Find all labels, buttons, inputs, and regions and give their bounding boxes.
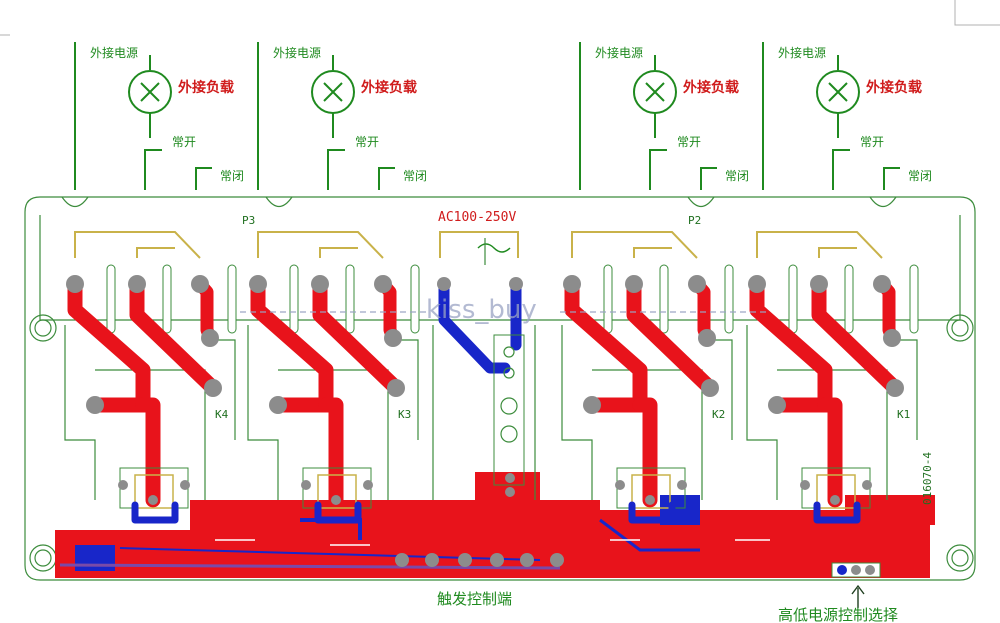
board-outline [24, 196, 976, 581]
external-load-circuits: 外接电源外接负载常开常闭外接电源外接负载常开常闭外接电源外接负载常开常闭外接电源… [74, 42, 932, 190]
relay-channel: K3 [247, 231, 420, 524]
header-label-p2: P2 [688, 214, 701, 227]
normally-closed-contact [378, 167, 395, 190]
power-select-arrow [851, 584, 865, 608]
normally-open-contact [649, 149, 667, 190]
normally-open-label: 常开 [355, 135, 379, 149]
normally-open-contact [832, 149, 850, 190]
normally-open-label: 常开 [860, 135, 884, 149]
relay-channel: K4 [64, 231, 237, 524]
board-code: 016070-4 [921, 452, 934, 505]
board-notch [869, 196, 897, 208]
external-power-label: 外接电源 [778, 45, 826, 60]
board-notch [265, 196, 293, 208]
normally-open-contact [327, 149, 345, 190]
normally-open-label: 常开 [677, 135, 701, 149]
pcb-board: K4 K3 K2 K1 P3 P2 AC100-250V 016070-4 kiss_… [24, 196, 976, 581]
ac-input-label: AC100-250V [438, 210, 516, 225]
external-load-label: 外接负载 [683, 79, 739, 96]
normally-closed-contact [883, 167, 900, 190]
relay-label: K1 [897, 408, 910, 421]
external-load-label: 外接负载 [866, 79, 922, 96]
relay-channels: K4 K3 K2 K1 [64, 231, 919, 524]
normally-closed-label: 常闭 [725, 169, 749, 183]
external-power-label: 外接电源 [595, 45, 643, 60]
relay-label: K2 [712, 408, 725, 421]
external-load-label: 外接负载 [361, 79, 417, 96]
relay-channel: K1 [746, 231, 919, 524]
ac-input-area [432, 231, 536, 500]
external-power-label: 外接电源 [90, 45, 138, 60]
normally-closed-label: 常闭 [220, 169, 244, 183]
normally-closed-label: 常闭 [908, 169, 932, 183]
board-notch [687, 196, 715, 208]
normally-closed-contact [700, 167, 717, 190]
relay-label: K4 [215, 408, 229, 421]
page-corner-marks [0, 0, 1000, 36]
header-label-p3: P3 [242, 214, 255, 227]
normally-open-contact [144, 149, 162, 190]
normally-closed-contact [195, 167, 212, 190]
normally-closed-label: 常闭 [403, 169, 427, 183]
external-load-label: 外接负载 [178, 79, 234, 96]
power-select-jumper [831, 562, 881, 578]
trigger-pads [395, 553, 564, 567]
watermark: kiss_buy [426, 295, 537, 325]
trigger-control-label: 触发控制端 [437, 590, 512, 608]
power-select-label: 高低电源控制选择 [778, 606, 898, 623]
board-notch [61, 196, 89, 208]
relay-channel: K2 [561, 231, 734, 524]
mounting-holes [29, 314, 974, 572]
relay-label: K3 [398, 408, 411, 421]
external-power-label: 外接电源 [273, 45, 321, 60]
board-inner-frame [39, 215, 961, 321]
normally-open-label: 常开 [172, 135, 196, 149]
